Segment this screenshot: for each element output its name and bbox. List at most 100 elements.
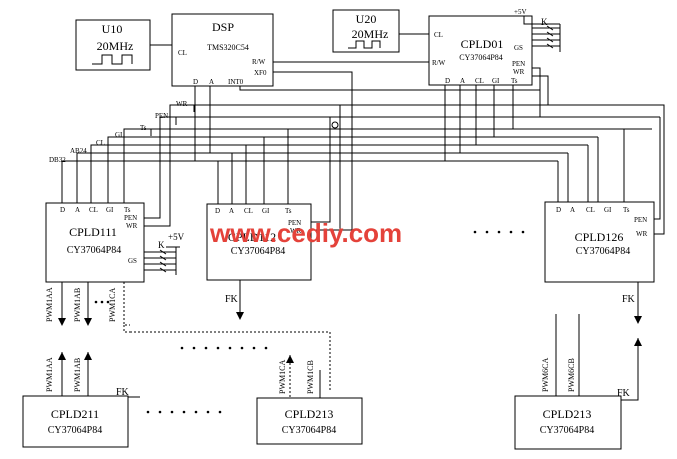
cpld01-pin-cl: CL bbox=[434, 31, 443, 39]
cpld213a-inputs: PWM1CA PWM1CB bbox=[278, 355, 321, 398]
cpld126-title: CPLD126 bbox=[575, 230, 624, 244]
cpld112-pin-d: D bbox=[215, 207, 220, 215]
cpld111-taps bbox=[61, 104, 194, 227]
cpld111-out3-label: PWM1CA bbox=[108, 288, 117, 322]
cpld211-block: CPLD211 CY37064P84 bbox=[22, 395, 129, 448]
cpld111-pin-gs: GS bbox=[128, 257, 137, 265]
ellipsis-dots bbox=[473, 230, 525, 234]
cpld01-k-label: K bbox=[541, 17, 548, 27]
watermark: www.cediy.com bbox=[209, 218, 402, 248]
cpld111-pin-cl: CL bbox=[89, 206, 98, 214]
cpld111-plus5v: +5V bbox=[168, 232, 185, 242]
dip-switch-icon bbox=[523, 16, 561, 52]
arrow-up-icon bbox=[634, 338, 642, 346]
dsp-pin-rw: R/W bbox=[252, 58, 266, 66]
bus-lines bbox=[68, 104, 660, 162]
oscillator-u10-box bbox=[75, 19, 151, 71]
bus-label-ts: Ts bbox=[140, 124, 147, 132]
dip-switch-icon bbox=[144, 246, 180, 275]
cpld111-pin-gi: GI bbox=[106, 206, 114, 214]
cpld01-pin-d: D bbox=[445, 77, 450, 85]
arrow-up-icon bbox=[286, 355, 294, 363]
oscillator-u20-freq: 20MHz bbox=[352, 27, 389, 41]
cpld01-box bbox=[428, 15, 533, 86]
cpld213a-title: CPLD213 bbox=[285, 407, 334, 421]
cpld213b-box bbox=[514, 395, 622, 450]
cpld213b-part: CY37064P84 bbox=[540, 425, 594, 436]
cpld01-pin-cl2: CL bbox=[475, 77, 484, 85]
dsp-pin-d: D bbox=[193, 78, 198, 86]
cpld111-pin-d: D bbox=[60, 206, 65, 214]
cpld112-taps bbox=[217, 105, 341, 231]
arrow-down-icon bbox=[634, 316, 642, 324]
bus-label-ab24: AB24 bbox=[70, 147, 87, 155]
bus-label-wr: WR bbox=[176, 100, 188, 108]
cpld126-taps bbox=[557, 104, 665, 235]
oscillator-u20: U20 20MHz bbox=[332, 9, 400, 53]
cpld111-pin-a: A bbox=[75, 206, 80, 214]
dsp-pin-cl: CL bbox=[178, 49, 187, 57]
cpld126-part: CY37064P84 bbox=[576, 246, 630, 257]
cpld211-box bbox=[22, 395, 129, 448]
cpld211-inputs: PWM1AA PWM1AB bbox=[45, 352, 92, 396]
dsp-block: DSP TMS320C54 CL R/W XF0 D A INT0 bbox=[171, 13, 274, 87]
bus-label-cl: CL bbox=[96, 139, 105, 147]
ellipsis-dots bbox=[94, 300, 110, 304]
cpld112-pin-cl: CL bbox=[244, 207, 253, 215]
cpld111-out2-label: PWM1AB bbox=[73, 288, 82, 322]
cpld111-pin-wr: WR bbox=[126, 222, 138, 230]
cpld111-pin-pen: PEN bbox=[124, 214, 137, 222]
cpld126-box bbox=[544, 201, 655, 283]
cpld213b-in1-label: PWM6CA bbox=[541, 358, 550, 392]
cpld213a-part: CY37064P84 bbox=[282, 425, 336, 436]
cpld111-part: CY37064P84 bbox=[67, 245, 121, 256]
cpld211-in1-label: PWM1AA bbox=[45, 357, 54, 392]
ellipsis-dots bbox=[180, 346, 268, 350]
dsp-box bbox=[171, 13, 274, 87]
cpld126-pin-a: A bbox=[570, 206, 575, 214]
oscillator-u10: U10 20MHz bbox=[75, 19, 151, 71]
cpld112-pin-a: A bbox=[229, 207, 234, 215]
cpld112-box bbox=[206, 203, 312, 281]
cpld126-pin-wr: WR bbox=[636, 230, 648, 238]
dsp-pin-int0: INT0 bbox=[228, 78, 244, 86]
cpld01-pin-gs: GS bbox=[514, 44, 523, 52]
cpld126-pin-ts: Ts bbox=[623, 206, 630, 214]
cpld111-pin-ts: Ts bbox=[124, 206, 131, 214]
cpld112-pin-gi: GI bbox=[262, 207, 270, 215]
cpld112-block: CPLD112 CY37064P84 D A CL GI Ts PEN WR bbox=[206, 203, 312, 281]
cpld126-pin-cl: CL bbox=[586, 206, 595, 214]
wire-cpld213b-fk bbox=[621, 338, 639, 401]
cpld213b-inputs: PWM6CA PWM6CB bbox=[541, 314, 580, 396]
cpld111-outputs bbox=[58, 282, 331, 390]
cpld01-pin-pen: PEN bbox=[512, 60, 525, 68]
cpld111-block: CPLD111 CY37064P84 D A CL GI Ts PEN WR G… bbox=[45, 202, 185, 283]
ellipsis-dots bbox=[146, 410, 222, 414]
dsp-pin-a: A bbox=[209, 78, 214, 86]
cpld112-pin-ts: Ts bbox=[285, 207, 292, 215]
cpld213a-in1-label: PWM1CA bbox=[278, 360, 287, 394]
cpld111-k-label: K bbox=[158, 240, 165, 250]
clock-waveform-icon bbox=[348, 40, 381, 49]
cpld01-part: CY37064P84 bbox=[459, 53, 503, 62]
bus-label-gi: GI bbox=[115, 131, 123, 139]
bus-taps-top bbox=[194, 67, 549, 161]
bus-taps-left bbox=[150, 105, 195, 136]
cpld213b-fk-label: FK bbox=[617, 388, 631, 399]
cpld211-fk-label: FK bbox=[116, 387, 130, 398]
cpld01-plus5v: +5V bbox=[514, 8, 527, 16]
arrow-down-icon bbox=[236, 312, 244, 320]
cpld211-in2-label: PWM1AB bbox=[73, 358, 82, 392]
cpld01-block: CPLD01 CY37064P84 CL R/W GS PEN WR D A C… bbox=[428, 8, 548, 86]
cpld112-fk-label: FK bbox=[225, 294, 239, 305]
cpld112-pin-wr: WR bbox=[290, 227, 302, 235]
cpld126-pin-pen: PEN bbox=[634, 216, 647, 224]
cpld213a-block: CPLD213 CY37064P84 bbox=[256, 397, 363, 445]
cpld126-pin-d: D bbox=[556, 206, 561, 214]
cpld126-pin-gi: GI bbox=[604, 206, 612, 214]
dsp-title: DSP bbox=[212, 20, 234, 34]
oscillator-u10-name: U10 bbox=[102, 22, 123, 36]
cpld213b-title: CPLD213 bbox=[543, 407, 592, 421]
cpld01-pin-wr: WR bbox=[513, 68, 525, 76]
